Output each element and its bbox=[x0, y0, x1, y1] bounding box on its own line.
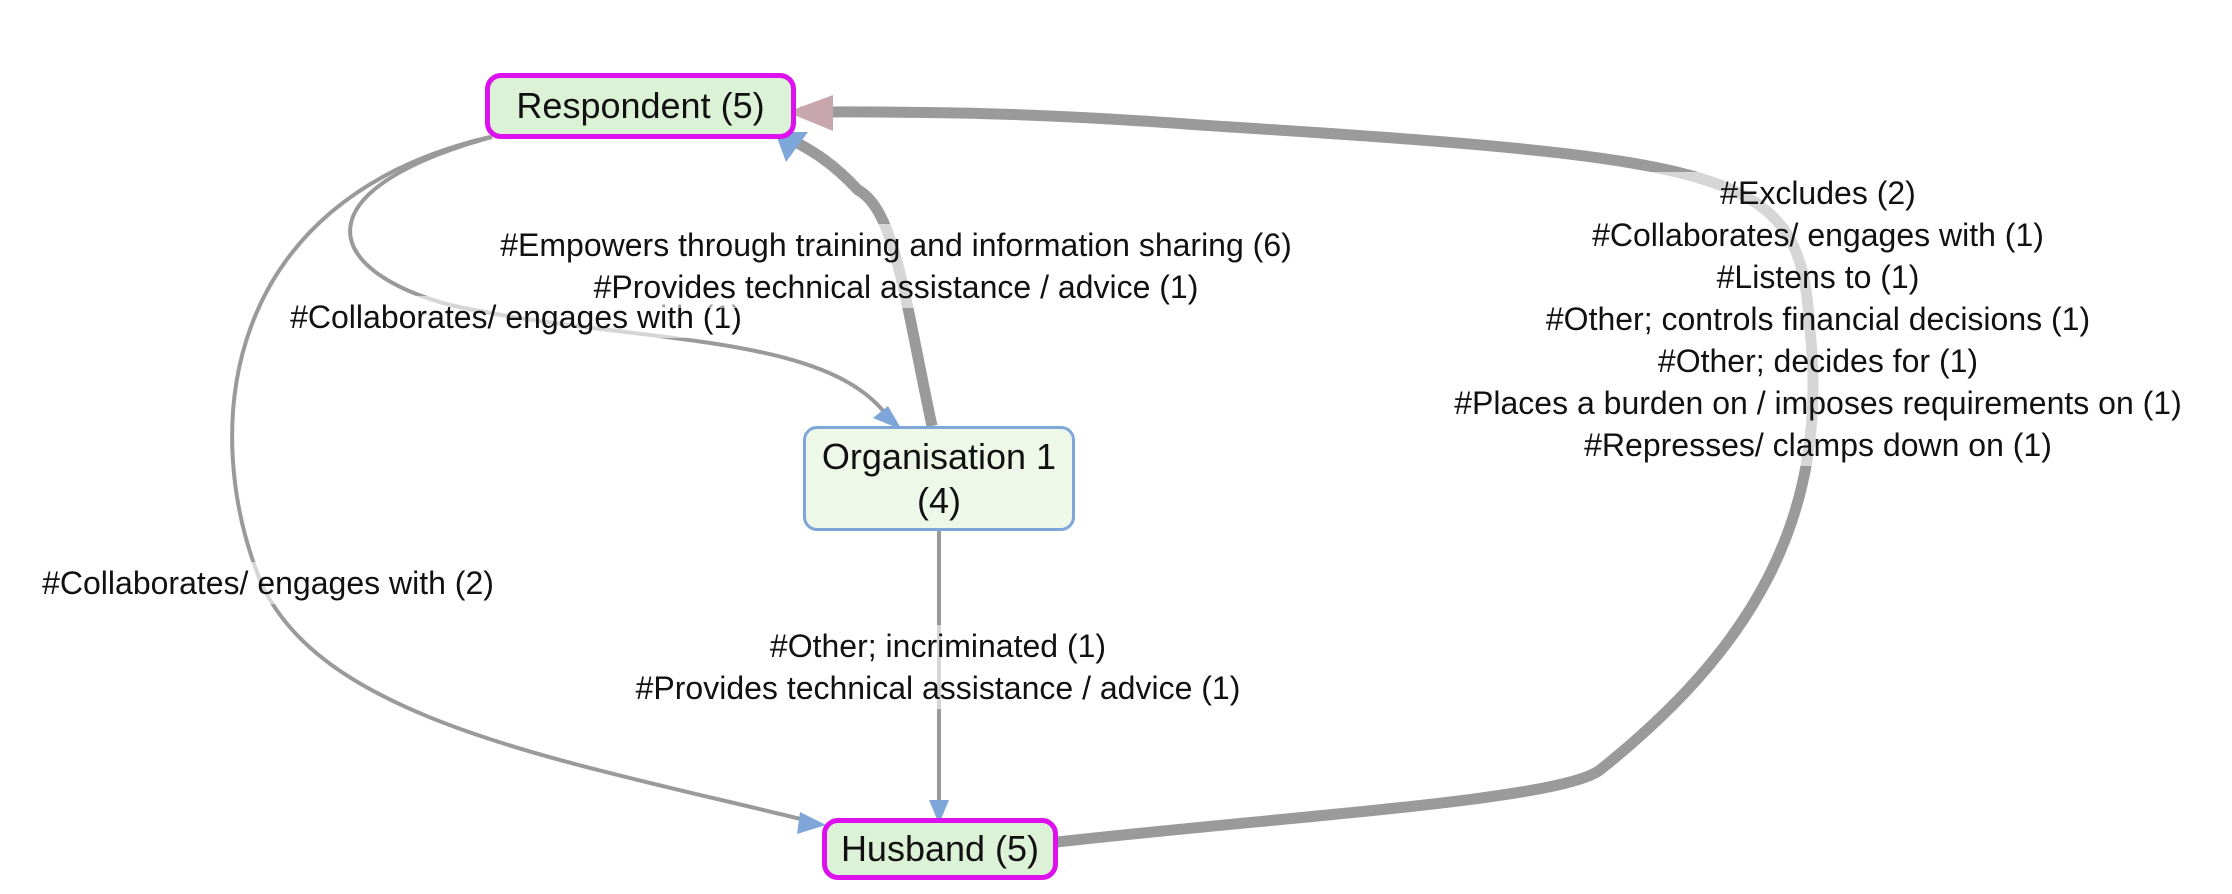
edge-label-text: #Collaborates/ engages with (2) bbox=[40, 562, 496, 604]
edge-label-text: #Excludes (2) bbox=[1452, 172, 2184, 214]
edge-label-husband-to-respondent: #Excludes (2) #Collaborates/ engages wit… bbox=[1452, 172, 2184, 466]
edge-label-text: #Represses/ clamps down on (1) bbox=[1452, 424, 2184, 466]
edge-label-text: #Collaborates/ engages with (1) bbox=[1452, 214, 2184, 256]
node-organisation-1[interactable]: Organisation 1 (4) bbox=[803, 426, 1075, 531]
edge-label-text: #Listens to (1) bbox=[1452, 256, 2184, 298]
edge-organisation-to-respondent[interactable] bbox=[789, 135, 938, 428]
edge-label-text: #Provides technical assistance / advice … bbox=[498, 266, 1294, 308]
edge-label-text: #Empowers through training and informati… bbox=[498, 224, 1294, 266]
node-label: Respondent (5) bbox=[516, 85, 765, 127]
edge-label-text: #Provides technical assistance / advice … bbox=[633, 667, 1243, 709]
edge-label-organisation-to-husband: #Other; incriminated (1) #Provides techn… bbox=[633, 625, 1243, 709]
node-label-line1: Organisation 1 bbox=[821, 435, 1057, 477]
edge-label-respondent-to-husband: #Collaborates/ engages with (2) bbox=[40, 562, 496, 604]
edge-label-text: #Other; controls financial decisions (1) bbox=[1452, 298, 2184, 340]
arrowhead-respondent-from-organisation bbox=[775, 132, 808, 162]
edge-label-text: #Other; incriminated (1) bbox=[633, 625, 1243, 667]
arrowhead-respondent-from-husband bbox=[787, 95, 833, 131]
node-label: Husband (5) bbox=[840, 828, 1040, 870]
edge-label-text: #Places a burden on / imposes requiremen… bbox=[1452, 382, 2184, 424]
edge-label-text: #Other; decides for (1) bbox=[1452, 340, 2184, 382]
node-husband[interactable]: Husband (5) bbox=[822, 818, 1058, 880]
arrowhead-husband-from-organisation bbox=[929, 800, 949, 824]
node-label-line2: (4) bbox=[917, 479, 961, 521]
node-respondent[interactable]: Respondent (5) bbox=[485, 73, 796, 139]
arrowhead-organisation-from-respondent bbox=[873, 406, 902, 430]
edge-label-organisation-to-respondent: #Empowers through training and informati… bbox=[498, 224, 1294, 308]
arrowhead-husband-from-respondent bbox=[797, 812, 826, 834]
